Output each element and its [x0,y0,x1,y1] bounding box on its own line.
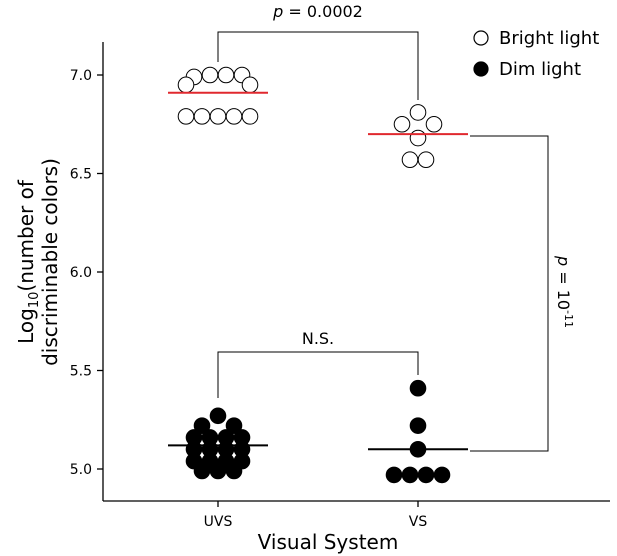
bracket-middle-line [217,351,419,398]
y-axis-title: Log10(number of discriminable colors) [14,158,62,366]
bright-light-point [193,108,211,125]
bright-light-point [241,76,259,94]
bracket-top: p = 0.0002 [217,2,419,100]
bright-light-point [409,104,427,121]
legend: Bright light Dim light [473,28,599,80]
legend-bright-marker [473,30,489,46]
mean-lines [168,91,468,451]
y-tick-label: 7.0 [70,68,92,84]
x-tick-label: UVS [204,514,233,530]
bright-light-point [393,115,411,133]
y-tick-label: 6.5 [70,167,92,183]
bracket-middle: N.S. [217,329,419,398]
bright-light-point [177,108,195,125]
bracket-middle-label: N.S. [302,329,334,348]
bright-light-point [241,108,259,125]
legend-dim-marker [473,61,489,77]
data-points [177,66,451,484]
y-ticks: 5.0 5.5 6.0 6.5 7.0 [70,68,103,478]
y-axis-title-main: Log [14,308,38,344]
dim-light-point [225,462,243,480]
dim-light-point [417,466,435,484]
dim-light-point [209,462,227,480]
y-tick-label: 5.5 [70,364,92,380]
bracket-right: p = 10-11 [470,135,575,452]
bright-light-point [417,151,435,169]
y-axis-title-line2: discriminable colors) [38,158,62,366]
axes [102,42,610,502]
y-tick-label: 6.0 [70,265,92,281]
bright-light-point [409,129,427,147]
dim-light-point [409,379,427,397]
dim-light-point [401,466,419,484]
y-axis-title-rest: (number of [14,179,38,291]
bright-light-point [177,76,195,94]
legend-bright-label: Bright light [499,28,599,49]
dim-light-point [225,417,243,434]
bright-light-point [225,108,243,125]
bracket-top-label: p = 0.0002 [272,2,363,21]
dim-light-point [193,417,211,434]
dim-light-point [433,466,451,484]
dim-light-point [385,466,403,484]
bright-light-point [217,66,235,84]
bright-light-point [201,66,219,84]
dim-light-point [409,417,427,434]
y-axis-title-sub: 10 [27,292,42,309]
bright-light-point [425,115,443,133]
bracket-top-line [217,31,419,100]
x-ticks: UVS VS [204,501,428,530]
bright-light-point [209,108,227,125]
bracket-right-label: p = 10-11 [554,255,575,328]
x-axis-title: Visual System [258,530,399,554]
legend-dim-label: Dim light [499,59,581,80]
bracket-right-line [470,135,549,452]
y-tick-label: 5.0 [70,462,92,478]
bright-light-point [401,151,419,169]
x-tick-label: VS [409,514,428,530]
svg-text:Log10(number of: Log10(number of [14,179,42,344]
dim-light-point [193,462,211,480]
dim-light-point [209,407,227,425]
